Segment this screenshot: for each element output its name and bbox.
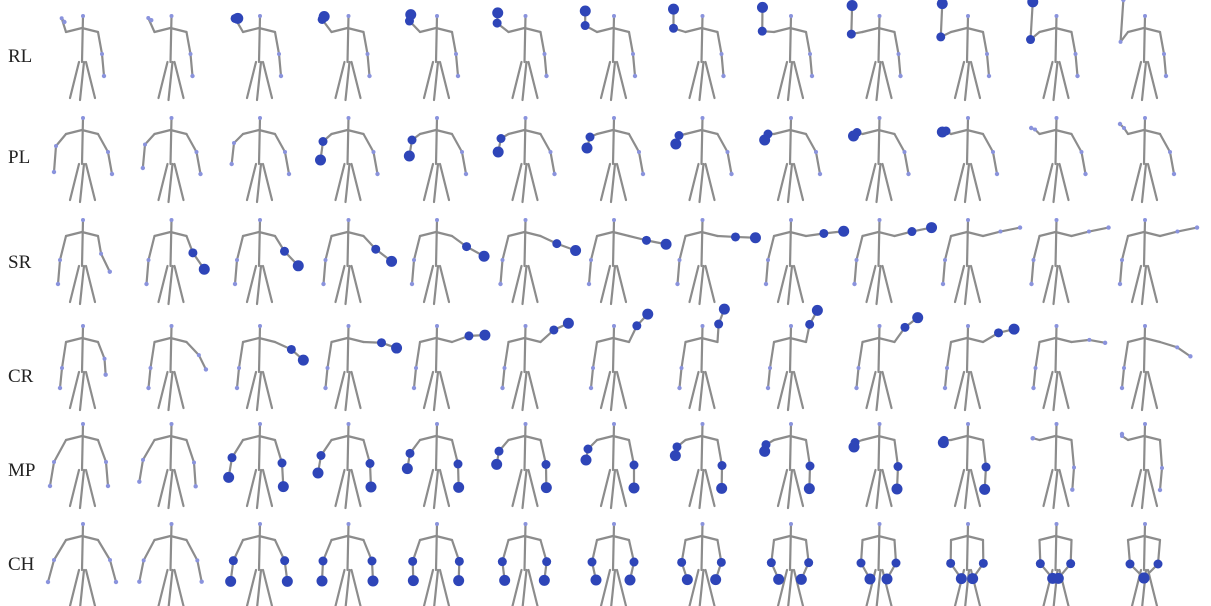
skeleton-frame xyxy=(498,218,581,304)
skeleton-frame xyxy=(58,324,108,410)
skeleton-frame xyxy=(408,522,464,606)
skeleton-frame xyxy=(1029,218,1110,304)
skeleton-frame xyxy=(766,305,823,410)
skeleton-frame xyxy=(500,318,574,410)
skeleton-frame xyxy=(1031,324,1107,410)
skeleton-frame xyxy=(759,116,822,202)
skeleton-frame xyxy=(854,312,923,410)
row-label-ch: CH xyxy=(8,554,35,575)
skeleton-frame xyxy=(1120,324,1193,410)
skeleton-frame xyxy=(233,218,304,304)
row-label-pl: PL xyxy=(8,147,30,168)
row-label-mp: MP xyxy=(8,460,35,481)
skeleton-frame xyxy=(1120,422,1164,508)
skeleton-frame xyxy=(936,0,991,100)
skeleton-frame xyxy=(857,522,901,606)
skeleton-frame xyxy=(229,116,291,202)
skeleton-frame xyxy=(402,422,464,508)
skeleton-frames xyxy=(46,0,1199,606)
row-rl-frames xyxy=(60,0,1169,100)
skeleton-frame xyxy=(670,116,733,202)
skeleton-frame xyxy=(56,218,112,304)
skeleton-frame xyxy=(1118,218,1199,304)
skeleton-frame xyxy=(313,422,377,508)
skeleton-frame xyxy=(849,422,903,508)
skeleton-frame xyxy=(315,116,380,202)
skeleton-frame xyxy=(46,522,118,606)
skeleton-frame xyxy=(60,14,107,100)
skeleton-frame xyxy=(146,14,194,100)
skeleton-frame xyxy=(582,116,646,202)
row-cr-frames xyxy=(58,304,1193,410)
skeleton-frame xyxy=(52,116,114,202)
row-pl-frames xyxy=(52,116,1176,202)
skeleton-frame xyxy=(757,2,814,100)
skeleton-frame xyxy=(581,422,640,508)
skeleton-frame xyxy=(231,13,284,100)
skeleton-frame xyxy=(937,116,999,202)
skeleton-frame xyxy=(137,422,198,508)
skeleton-frame xyxy=(223,422,289,508)
skeleton-frame xyxy=(1118,116,1176,202)
row-sr-frames xyxy=(56,218,1199,304)
skeleton-frame xyxy=(938,422,991,508)
skeleton-frame xyxy=(321,218,397,304)
skeleton-frame xyxy=(1030,422,1076,508)
skeleton-frame xyxy=(1029,116,1088,202)
skeleton-frame xyxy=(144,218,209,304)
skeleton-frame xyxy=(759,422,815,508)
row-label-cr: CR xyxy=(8,366,34,387)
skeleton-frame xyxy=(404,116,468,202)
skeleton-frame xyxy=(317,522,379,606)
skeleton-frame xyxy=(491,422,552,508)
skeleton-frame xyxy=(670,422,727,508)
skeleton-frame xyxy=(767,522,813,606)
skeleton-frame xyxy=(318,11,372,100)
skeleton-frame xyxy=(941,218,1022,304)
row-label-rl: RL xyxy=(8,46,32,67)
skeleton-frame xyxy=(48,422,110,508)
skeleton-frame xyxy=(141,116,203,202)
skeleton-frame xyxy=(492,7,548,100)
skeleton-frame xyxy=(677,304,730,410)
skeleton-frame xyxy=(1036,522,1075,606)
skeleton-frame xyxy=(137,522,204,606)
skeleton-frame xyxy=(1126,522,1163,606)
row-label-sr: SR xyxy=(8,252,32,273)
skeleton-frame xyxy=(235,324,309,410)
row-ch-frames xyxy=(46,522,1163,606)
skeleton-frame xyxy=(1119,0,1169,100)
skeleton-frame xyxy=(946,522,988,606)
skeleton-frame xyxy=(410,218,490,304)
skeleton-frame xyxy=(675,218,761,304)
row-labels: RL PL SR CR MP CH xyxy=(8,46,35,575)
skeleton-frame xyxy=(588,522,639,606)
skeleton-frame xyxy=(847,0,903,100)
skeleton-frame xyxy=(323,324,402,410)
skeleton-frame xyxy=(677,522,726,606)
skeleton-frame xyxy=(498,522,551,606)
skeleton-frame xyxy=(587,218,672,304)
skeleton-frame xyxy=(848,116,911,202)
skeleton-frame xyxy=(412,324,491,410)
row-mp-frames xyxy=(48,422,1164,508)
skeleton-frame xyxy=(943,324,1020,410)
skeleton-frame xyxy=(225,522,293,606)
skeleton-frame xyxy=(668,4,726,100)
skeleton-frame xyxy=(1026,0,1080,100)
skeleton-frame xyxy=(146,324,208,410)
skeleton-frame xyxy=(589,309,653,410)
skeleton-frame xyxy=(580,6,637,101)
skeleton-frame xyxy=(764,218,849,304)
skeleton-frame xyxy=(405,9,460,100)
skeleton-frame xyxy=(493,116,557,202)
skeleton-frame xyxy=(852,218,937,304)
